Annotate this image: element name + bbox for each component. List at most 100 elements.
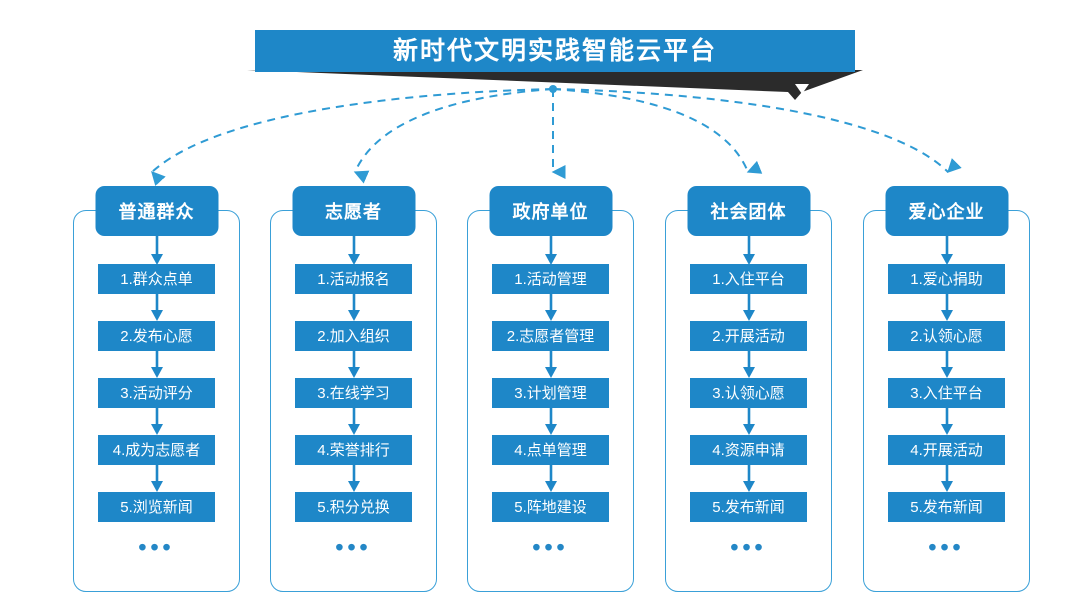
- step-label: 1.活动管理: [514, 270, 587, 288]
- more-items-ellipsis: •••: [532, 533, 569, 560]
- step-item[interactable]: 5.积分兑换: [295, 492, 412, 522]
- step-arrow-icon: [544, 294, 557, 321]
- step-label: 4.成为志愿者: [112, 441, 201, 459]
- step-item[interactable]: 3.入住平台: [888, 378, 1005, 408]
- head-to-step-arrow: [347, 235, 360, 265]
- role-column-ordinary-public[interactable]: 普通群众 1.群众点单 2.发布心愿 3.活动评分 4.成为志愿者 5.浏览新闻…: [73, 186, 240, 592]
- step-item[interactable]: 2.认领心愿: [888, 321, 1005, 351]
- step-label: 2.开展活动: [712, 327, 785, 345]
- step-list: 1.爱心捐助 2.认领心愿 3.入住平台 4.开展活动 5.发布新闻 •••: [864, 264, 1029, 559]
- step-item[interactable]: 1.活动报名: [295, 264, 412, 294]
- step-arrow-icon: [940, 294, 953, 321]
- step-item[interactable]: 3.活动评分: [98, 378, 215, 408]
- step-item[interactable]: 4.点单管理: [492, 435, 609, 465]
- step-arrow-icon: [347, 294, 360, 321]
- step-label: 4.资源申请: [712, 441, 785, 459]
- platform-title-bar: 新时代文明实践智能云平台: [255, 30, 855, 72]
- step-item[interactable]: 4.开展活动: [888, 435, 1005, 465]
- step-item[interactable]: 2.加入组织: [295, 321, 412, 351]
- role-column-caring-enterprise[interactable]: 爱心企业 1.爱心捐助 2.认领心愿 3.入住平台 4.开展活动 5.发布新闻 …: [863, 186, 1030, 592]
- more-items-ellipsis: •••: [138, 533, 175, 560]
- head-to-step-arrow: [940, 235, 953, 265]
- step-label: 1.入住平台: [712, 270, 785, 288]
- step-arrow-icon: [544, 465, 557, 492]
- step-item[interactable]: 1.爱心捐助: [888, 264, 1005, 294]
- step-arrow-icon: [544, 408, 557, 435]
- role-header-ordinary-public[interactable]: 普通群众: [95, 186, 218, 236]
- step-item[interactable]: 2.开展活动: [690, 321, 807, 351]
- step-item[interactable]: 1.群众点单: [98, 264, 215, 294]
- step-item[interactable]: 4.荣誉排行: [295, 435, 412, 465]
- step-arrow-icon: [150, 465, 163, 492]
- step-label: 4.开展活动: [910, 441, 983, 459]
- step-item[interactable]: 2.发布心愿: [98, 321, 215, 351]
- step-label: 4.荣誉排行: [317, 441, 390, 459]
- step-label: 3.入住平台: [910, 384, 983, 402]
- step-item[interactable]: 4.成为志愿者: [98, 435, 215, 465]
- step-arrow-icon: [150, 294, 163, 321]
- step-label: 5.发布新闻: [712, 498, 785, 516]
- step-label: 2.志愿者管理: [506, 327, 595, 345]
- step-label: 5.发布新闻: [910, 498, 983, 516]
- step-label: 3.计划管理: [514, 384, 587, 402]
- step-item[interactable]: 5.发布新闻: [888, 492, 1005, 522]
- step-item[interactable]: 3.在线学习: [295, 378, 412, 408]
- more-items-ellipsis: •••: [928, 533, 965, 560]
- step-label: 2.发布心愿: [120, 327, 193, 345]
- step-list: 1.活动报名 2.加入组织 3.在线学习 4.荣誉排行 5.积分兑换 •••: [271, 264, 436, 559]
- step-item[interactable]: 5.阵地建设: [492, 492, 609, 522]
- head-to-step-arrow: [544, 235, 557, 265]
- step-arrow-icon: [150, 351, 163, 378]
- step-item[interactable]: 1.入住平台: [690, 264, 807, 294]
- step-arrow-icon: [940, 351, 953, 378]
- step-label: 5.积分兑换: [317, 498, 390, 516]
- step-label: 3.认领心愿: [712, 384, 785, 402]
- step-label: 5.浏览新闻: [120, 498, 193, 516]
- role-header-government-unit[interactable]: 政府单位: [489, 186, 612, 236]
- step-item[interactable]: 3.认领心愿: [690, 378, 807, 408]
- step-list: 1.活动管理 2.志愿者管理 3.计划管理 4.点单管理 5.阵地建设 •••: [468, 264, 633, 559]
- step-label: 3.活动评分: [120, 384, 193, 402]
- step-arrow-icon: [742, 351, 755, 378]
- role-header-label: 志愿者: [325, 202, 382, 222]
- step-item[interactable]: 1.活动管理: [492, 264, 609, 294]
- step-arrow-icon: [742, 294, 755, 321]
- step-list: 1.群众点单 2.发布心愿 3.活动评分 4.成为志愿者 5.浏览新闻 •••: [74, 264, 239, 559]
- role-column-volunteer[interactable]: 志愿者 1.活动报名 2.加入组织 3.在线学习 4.荣誉排行 5.积分兑换 •…: [270, 186, 437, 592]
- step-label: 1.活动报名: [317, 270, 390, 288]
- platform-title-text: 新时代文明实践智能云平台: [392, 36, 717, 65]
- step-arrow-icon: [150, 408, 163, 435]
- step-arrow-icon: [742, 465, 755, 492]
- step-item[interactable]: 5.浏览新闻: [98, 492, 215, 522]
- role-header-label: 社会团体: [710, 202, 787, 222]
- role-header-volunteer[interactable]: 志愿者: [292, 186, 415, 236]
- step-list: 1.入住平台 2.开展活动 3.认领心愿 4.资源申请 5.发布新闻 •••: [666, 264, 831, 559]
- role-header-caring-enterprise[interactable]: 爱心企业: [885, 186, 1008, 236]
- step-label: 3.在线学习: [317, 384, 390, 402]
- step-label: 1.爱心捐助: [910, 270, 983, 288]
- step-item[interactable]: 4.资源申请: [690, 435, 807, 465]
- role-header-social-group[interactable]: 社会团体: [687, 186, 810, 236]
- step-label: 1.群众点单: [120, 270, 193, 288]
- step-item[interactable]: 3.计划管理: [492, 378, 609, 408]
- role-header-label: 普通群众: [118, 202, 195, 222]
- step-label: 2.加入组织: [317, 327, 390, 345]
- step-label: 4.点单管理: [514, 441, 587, 459]
- step-item[interactable]: 5.发布新闻: [690, 492, 807, 522]
- step-label: 5.阵地建设: [514, 498, 587, 516]
- more-items-ellipsis: •••: [730, 533, 767, 560]
- step-arrow-icon: [347, 408, 360, 435]
- step-arrow-icon: [742, 408, 755, 435]
- role-column-social-group[interactable]: 社会团体 1.入住平台 2.开展活动 3.认领心愿 4.资源申请 5.发布新闻 …: [665, 186, 832, 592]
- head-to-step-arrow: [150, 235, 163, 265]
- step-arrow-icon: [940, 408, 953, 435]
- platform-title-banner: 新时代文明实践智能云平台: [247, 30, 863, 100]
- step-arrow-icon: [544, 351, 557, 378]
- role-column-government-unit[interactable]: 政府单位 1.活动管理 2.志愿者管理 3.计划管理 4.点单管理 5.阵地建设…: [467, 186, 634, 592]
- step-arrow-icon: [347, 351, 360, 378]
- step-label: 2.认领心愿: [910, 327, 983, 345]
- step-item[interactable]: 2.志愿者管理: [492, 321, 609, 351]
- head-to-step-arrow: [742, 235, 755, 265]
- more-items-ellipsis: •••: [335, 533, 372, 560]
